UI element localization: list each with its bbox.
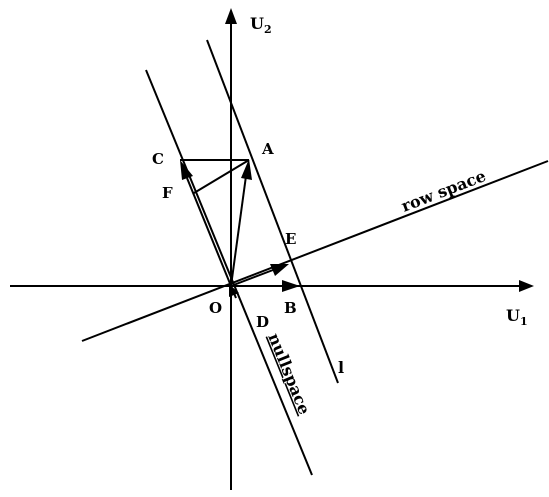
axis-label-u2: U2: [250, 14, 272, 36]
label-nullspace: nullspace: [264, 330, 314, 417]
segment-fa: [193, 159, 250, 194]
label-d: D: [256, 313, 269, 331]
label-f: F: [162, 184, 173, 202]
vector-oa: [230, 159, 252, 287]
vector-oc: [180, 160, 232, 287]
label-row-space: row space: [399, 166, 489, 216]
label-a: A: [261, 140, 274, 158]
axis-label-u1: U1: [506, 306, 528, 328]
label-o: O: [209, 299, 222, 317]
vector-ob: [231, 280, 300, 292]
label-e: E: [285, 230, 296, 248]
row-space-line: [81, 160, 549, 342]
line-l: [206, 39, 339, 384]
label-b: B: [284, 299, 297, 317]
u2-axis: [225, 8, 237, 490]
vector-oe: [230, 264, 289, 287]
label-l: l: [338, 358, 344, 377]
vector-od: [229, 284, 239, 299]
label-c: C: [152, 150, 164, 168]
nullspace-line: [145, 69, 313, 476]
